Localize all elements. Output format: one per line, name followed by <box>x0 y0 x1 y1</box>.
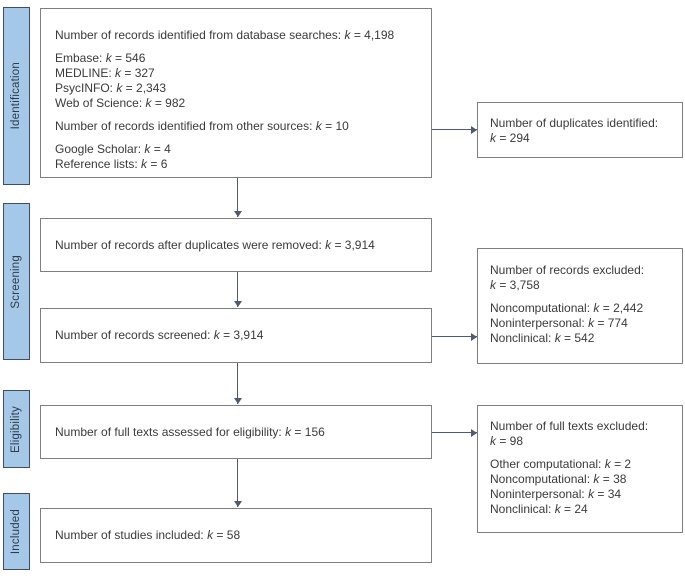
arrow-screened-to-fulltext-icon <box>232 363 244 404</box>
stage-label-screening: Screening <box>3 203 30 360</box>
stage-label-eligibility: Eligibility <box>3 390 30 468</box>
arrow-identified-to-duplicates-icon <box>432 124 477 136</box>
box-records-identified: Number of records identified from databa… <box>40 8 432 178</box>
stage-label-screening-text: Screening <box>10 254 22 309</box>
box-duplicates-identified: Number of duplicates identified:k = 294 <box>477 102 683 158</box>
stage-label-eligibility-text: Eligibility <box>10 405 22 453</box>
arrow-screened-to-excluded-icon <box>432 331 477 343</box>
stage-label-included: Included <box>3 493 30 570</box>
arrow-fulltext-to-included-icon <box>232 459 244 507</box>
arrow-fulltext-to-ftexcluded-icon <box>432 427 477 439</box>
box-full-texts-assessed: Number of full texts assessed for eligib… <box>40 405 432 459</box>
stage-label-identification: Identification <box>3 7 30 185</box>
arrow-dedup-to-screened-icon <box>232 272 244 307</box>
stage-label-included-text: Included <box>10 508 22 555</box>
arrow-identified-to-dedup-icon <box>232 178 244 217</box>
stage-label-identification-text: Identification <box>10 62 22 130</box>
box-records-screened: Number of records screened: k = 3,914 <box>40 308 432 363</box>
box-records-after-duplicates-removed: Number of records after duplicates were … <box>40 218 432 272</box>
box-studies-included: Number of studies included: k = 58 <box>40 508 432 563</box>
